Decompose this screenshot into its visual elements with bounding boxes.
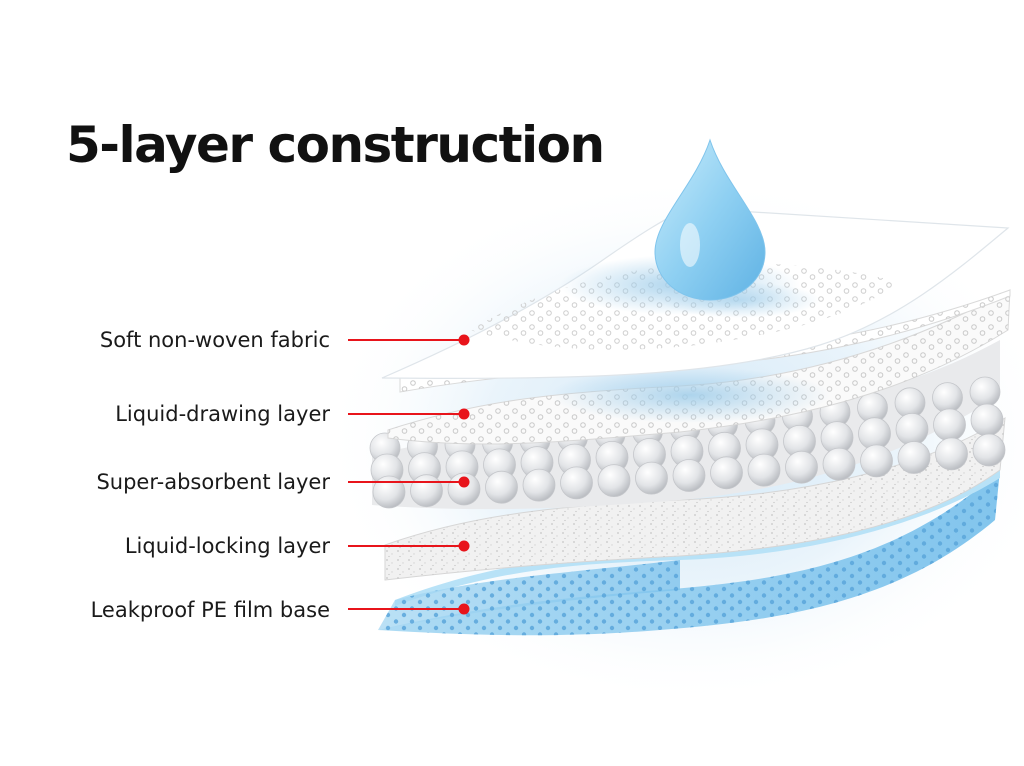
absorbent-bead	[932, 382, 963, 414]
absorbent-bead	[822, 447, 856, 481]
absorbent-bead	[597, 464, 631, 498]
pointer-dot-soft-non-woven-fabric	[458, 334, 470, 346]
absorbent-bead	[860, 444, 893, 478]
absorbent-bead	[747, 453, 781, 487]
absorbent-bead	[895, 412, 929, 446]
absorbent-bead	[970, 403, 1004, 437]
absorbent-bead	[710, 456, 743, 490]
absorbent-bead	[933, 408, 966, 442]
layer-label-liquid-drawing-layer: Liquid-drawing layer	[115, 402, 330, 426]
absorbent-bead	[635, 461, 668, 495]
layer-label-liquid-locking-layer: Liquid-locking layer	[124, 534, 330, 558]
page-title: 5-layer construction	[66, 116, 605, 174]
absorbent-bead	[485, 470, 518, 504]
layer-label-soft-non-woven-fabric: Soft non-woven fabric	[99, 328, 330, 352]
absorbent-bead	[897, 441, 931, 474]
absorbent-bead	[935, 437, 968, 471]
absorbent-bead	[785, 450, 818, 484]
absorbent-bead	[372, 475, 406, 509]
absorbent-bead	[672, 459, 706, 492]
absorbent-bead	[969, 376, 1001, 408]
pointer-dot-liquid-locking-layer	[458, 540, 470, 552]
absorbent-bead	[410, 474, 443, 508]
pointer-dot-super-absorbent-layer	[458, 476, 470, 488]
pointer-dot-leakproof-pe-film-base	[458, 603, 470, 615]
absorbent-bead	[522, 468, 556, 502]
absorbent-bead	[972, 433, 1006, 467]
pointer-dot-liquid-drawing-layer	[458, 408, 470, 420]
layer-label-leakproof-pe-film-base: Leakproof PE film base	[90, 598, 330, 622]
absorbent-bead	[560, 466, 593, 500]
layer-label-super-absorbent-layer: Super-absorbent layer	[96, 470, 330, 494]
